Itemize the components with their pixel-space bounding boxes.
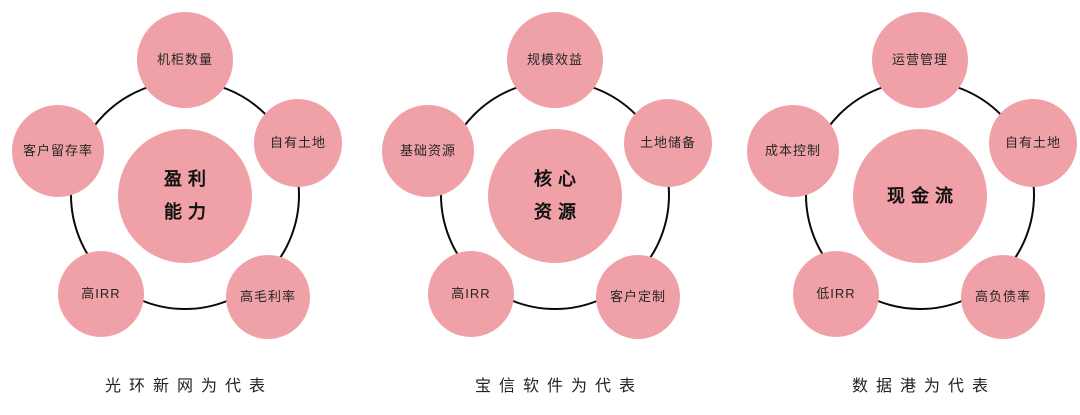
- satellite-circle-right: 土地储备: [624, 99, 712, 187]
- diagram-cash-flow: 运营管理 成本控制 自有土地 低IRR 高负债率 现金流 数据港为代表: [735, 0, 1080, 415]
- diagram-profitability: 机柜数量 客户留存率 自有土地 高IRR 高毛利率 盈利 能力 光环新网为代表: [0, 0, 370, 415]
- satellite-label: 高毛利率: [239, 288, 296, 304]
- diagram-caption: 数据港为代表: [851, 378, 996, 395]
- satellite-label: 成本控制: [764, 142, 821, 158]
- satellite-label: 自有土地: [269, 134, 326, 150]
- satellite-label: 机柜数量: [156, 51, 213, 67]
- satellite-circle-right: 自有土地: [254, 99, 342, 187]
- satellite-label: 运营管理: [891, 51, 948, 67]
- satellite-label: 客户留存率: [22, 142, 93, 158]
- center-label-line: 能力: [164, 202, 212, 222]
- satellite-circle-bottom-left: 高IRR: [428, 251, 514, 337]
- satellite-circle-top: 运营管理: [872, 12, 968, 108]
- satellite-circle-left: 成本控制: [747, 105, 839, 197]
- satellite-circle-bottom-right: 高负债率: [961, 255, 1045, 339]
- satellite-circle-top: 机柜数量: [137, 12, 233, 108]
- satellite-circle-top: 规模效益: [507, 12, 603, 108]
- satellite-label: 基础资源: [399, 142, 456, 158]
- satellite-label: 低IRR: [816, 285, 856, 301]
- center-label-line: 核心: [534, 169, 582, 189]
- satellite-circle-left: 客户留存率: [12, 105, 104, 197]
- diagram-core-resources: 规模效益 基础资源 土地储备 高IRR 客户定制 核心 资源 宝信软件为代表: [370, 0, 740, 415]
- diagram-caption: 宝信软件为代表: [474, 378, 643, 395]
- diagram-caption: 光环新网为代表: [104, 378, 273, 395]
- satellite-circle-right: 自有土地: [989, 99, 1077, 187]
- satellite-circle-bottom-right: 客户定制: [596, 255, 680, 339]
- center-label-line: 现金流: [887, 185, 959, 206]
- center-circle: 现金流: [853, 129, 987, 263]
- center-circle: 核心 资源: [488, 129, 622, 263]
- satellite-label: 客户定制: [609, 288, 666, 304]
- satellite-label: 高负债率: [974, 288, 1031, 304]
- satellite-circle-bottom-right: 高毛利率: [226, 255, 310, 339]
- satellite-label: 高IRR: [81, 285, 121, 301]
- center-circle: 盈利 能力: [118, 129, 252, 263]
- satellite-circle-bottom-left: 高IRR: [58, 251, 144, 337]
- center-label-line: 资源: [534, 202, 582, 222]
- satellite-label: 高IRR: [451, 285, 491, 301]
- satellite-circle-bottom-left: 低IRR: [793, 251, 879, 337]
- satellite-label: 自有土地: [1004, 134, 1061, 150]
- satellite-circle-left: 基础资源: [382, 105, 474, 197]
- satellite-label: 土地储备: [639, 134, 696, 150]
- center-label-line: 盈利: [164, 169, 212, 189]
- satellite-label: 规模效益: [526, 51, 583, 67]
